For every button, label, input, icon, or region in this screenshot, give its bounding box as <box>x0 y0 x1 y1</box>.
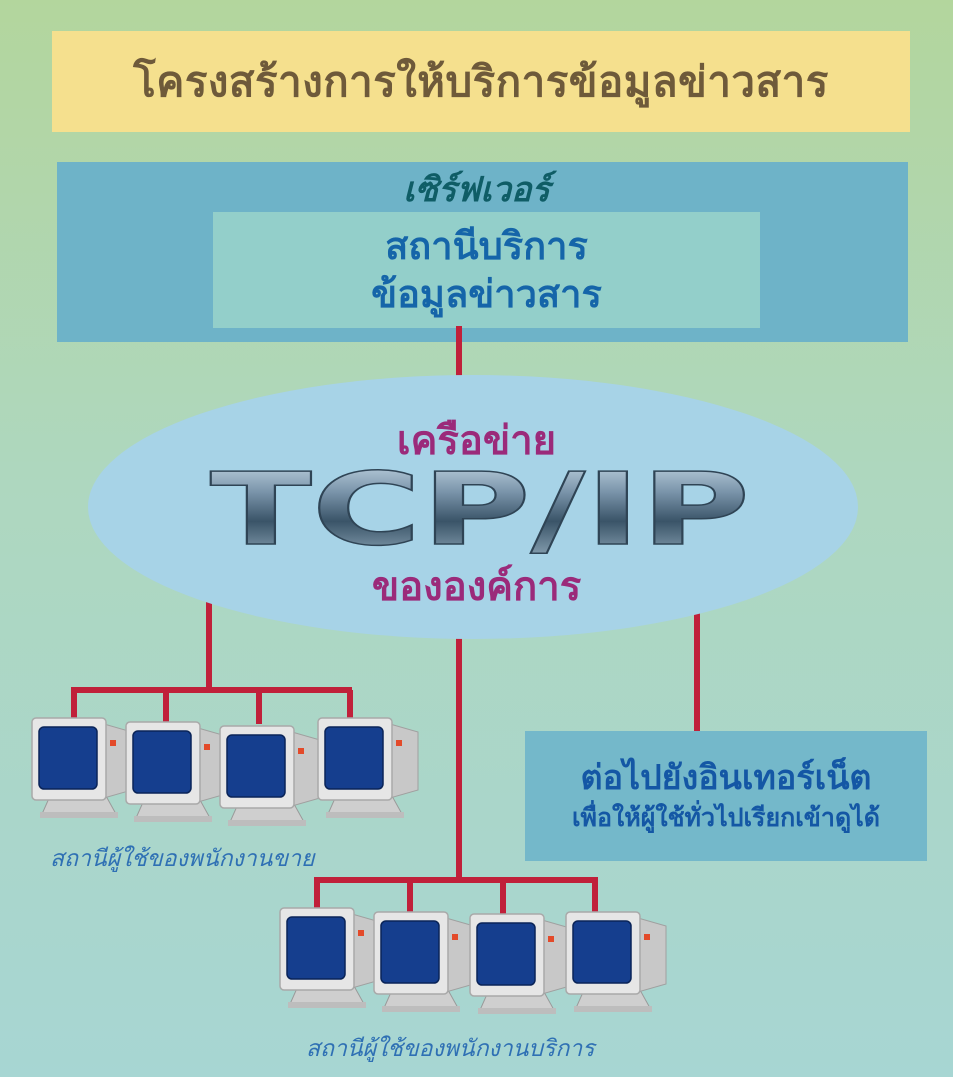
network-ellipse <box>88 375 858 639</box>
network-label-top: เครือข่าย <box>396 418 557 464</box>
internet-box: ต่อไปยังอินเทอร์เน็ต เพื่อให้ผู้ใช้ทั่วไ… <box>525 731 927 861</box>
station-line-2: ข้อมูลข่าวสาร <box>371 272 602 316</box>
connector-paths <box>71 328 700 914</box>
internet-sub-text: เพื่อให้ผู้ใช้ทั่วไปเรียกเข้าดูได้ <box>572 803 880 832</box>
title-banner: โครงสร้างการให้บริการข้อมูลข่าวสาร <box>52 31 910 132</box>
station-line-1: สถานีบริการ <box>385 224 588 268</box>
internet-main-text: ต่อไปยังอินเทอร์เน็ต <box>580 758 872 798</box>
computer-monitor-icon <box>125 721 227 822</box>
computer-monitor-icon <box>31 717 133 818</box>
computer-monitor-icon <box>373 911 475 1012</box>
service-station-caption: สถานีผู้ใช้ของพนักงานบริการ <box>306 1036 595 1062</box>
computer-monitor-icon <box>317 717 419 818</box>
computer-monitor-icon <box>279 907 381 1008</box>
sales-station-caption: สถานีผู้ใช้ของพนักงานขาย <box>50 846 315 872</box>
computer-monitor-icon <box>565 911 667 1012</box>
server-label: เซิร์ฟเวอร์ <box>403 170 550 210</box>
diagram-title: โครงสร้างการให้บริการข้อมูลข่าวสาร <box>133 56 829 106</box>
protocol-text: TCP/IP <box>210 458 750 558</box>
info-service-station-box: สถานีบริการ ข้อมูลข่าวสาร <box>213 212 760 328</box>
tcp-ip-logo: TCP/IP <box>209 458 751 558</box>
server-link-overlay <box>456 326 462 376</box>
computer-monitor-icon <box>219 725 321 826</box>
computer-monitor-icon <box>469 913 571 1014</box>
network-label-bottom: ขององค์การ <box>371 564 582 610</box>
